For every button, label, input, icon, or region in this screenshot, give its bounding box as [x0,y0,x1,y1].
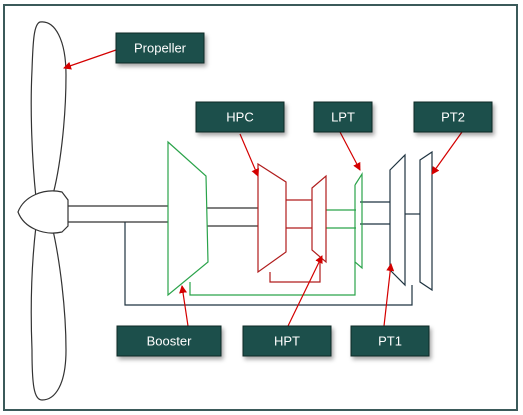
booster-lpt-spool [167,140,363,297]
booster-label-box: Booster [116,325,222,357]
hp-spool [257,162,327,283]
power-turbine-stages [389,150,433,292]
propeller-label: Propeller [134,41,187,56]
propeller-label-box: Propeller [115,32,205,64]
hpc-label: HPC [226,110,253,125]
hpt-label-box: HPT [242,325,332,357]
lpt-label-box: LPT [313,101,373,133]
propeller-blades [30,21,67,401]
booster-label: Booster [147,334,192,349]
pt2-label-box: PT2 [413,101,493,133]
lpt-label: LPT [331,110,355,125]
pt1-label-box: PT1 [350,325,430,357]
hpt-label: HPT [274,334,300,349]
pointer-arrows [63,49,463,327]
main-shaft [68,205,262,227]
propeller-hub [17,190,69,234]
power-turbine-spool [124,201,420,306]
hpc-label-box: HPC [195,101,285,133]
pt1-label: PT1 [378,334,402,349]
pt2-label: PT2 [441,110,465,125]
